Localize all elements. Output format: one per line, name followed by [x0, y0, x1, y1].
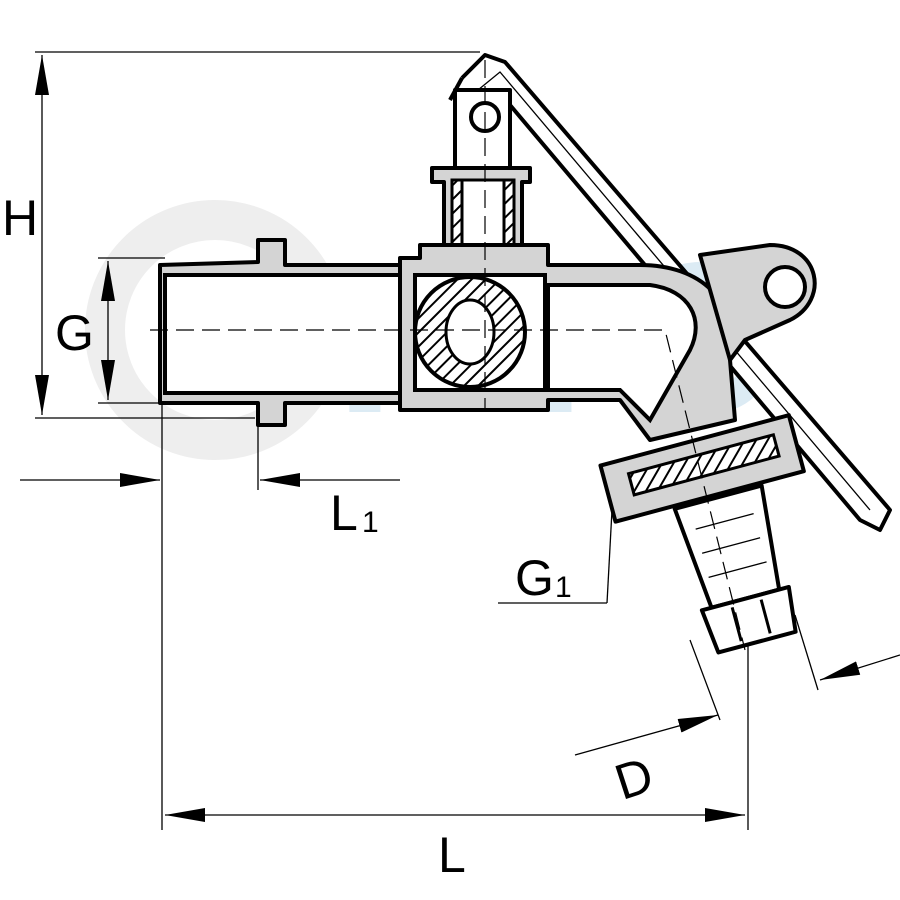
dimension-label-g1: G [515, 550, 554, 606]
center-line [150, 329, 746, 651]
dimension-lines [20, 51, 900, 830]
dimension-label-l: L [438, 827, 466, 883]
dimension-label-h: H [2, 190, 38, 246]
dimension-label-g1-subscript: 1 [555, 571, 572, 604]
valve-body [398, 243, 817, 442]
valve-stem [430, 88, 532, 279]
hose-nozzle [672, 483, 798, 655]
inlet-pipe [158, 238, 407, 427]
dimension-label-l1-subscript: 1 [362, 506, 379, 539]
outlet-nut [598, 413, 806, 524]
dimension-label-g: G [55, 305, 94, 361]
dimension-label-d: D [608, 746, 660, 810]
dimension-label-l1: L [330, 485, 358, 541]
